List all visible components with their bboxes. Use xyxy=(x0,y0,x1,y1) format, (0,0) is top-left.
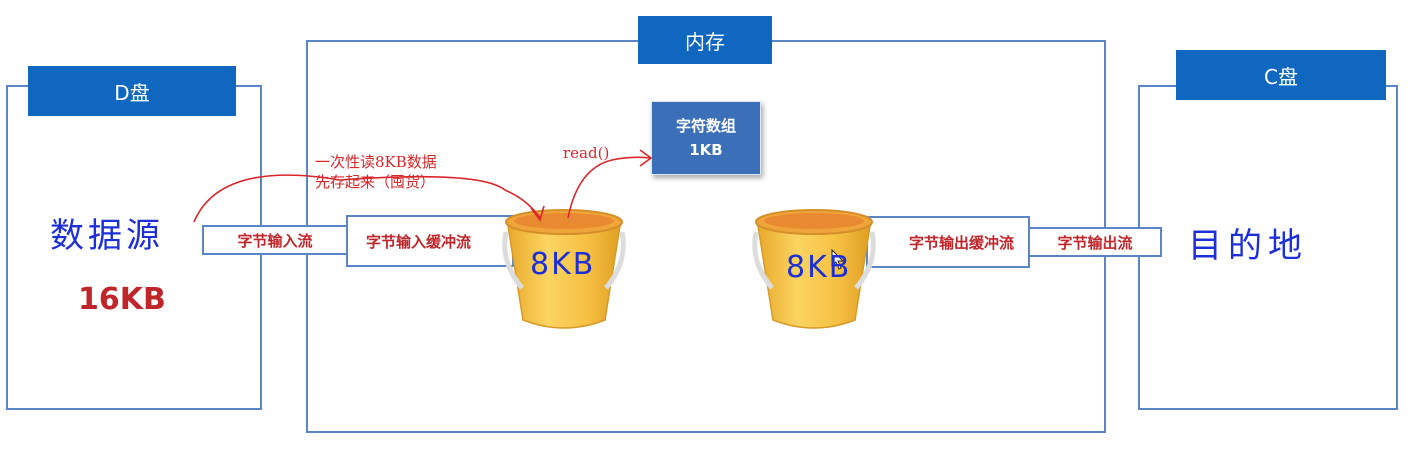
c-drive-panel xyxy=(1138,85,1398,410)
char-array-label: 字符数组 xyxy=(675,117,736,135)
byte-input-stream-label: 字节输入流 xyxy=(202,225,348,255)
data-source-title: 数据源 xyxy=(50,216,164,256)
read-method-label: read() xyxy=(563,144,610,162)
c-drive-tab: C盘 xyxy=(1176,50,1386,100)
char-array-box: 字符数组 1KB xyxy=(651,101,761,175)
byte-output-buffered-stream-label: 字节输出缓冲流 xyxy=(866,216,1030,268)
byte-output-stream-label: 字节输出流 xyxy=(1028,227,1162,257)
read-8kb-arrow xyxy=(193,174,545,223)
read-call-arrow xyxy=(567,149,653,219)
memory-tab: 内存 xyxy=(638,16,772,64)
d-drive-tab: D盘 xyxy=(28,66,236,116)
read-once-note-line1: 一次性读8KB数据 xyxy=(315,153,437,171)
read-once-note: 一次性读8KB数据 先存起来（囤货） xyxy=(315,152,437,192)
right-bucket xyxy=(752,209,876,329)
destination-title: 目的地 xyxy=(1188,226,1308,266)
left-bucket-label: 8KB xyxy=(530,247,596,282)
read-once-note-line2: 先存起来（囤货） xyxy=(315,173,436,191)
char-array-size: 1KB xyxy=(689,141,723,159)
byte-input-buffered-stream-label: 字节输入缓冲流 xyxy=(346,215,514,267)
data-size: 16KB xyxy=(78,282,166,317)
mouse-cursor-icon xyxy=(831,248,845,270)
right-bucket-label: 8KB xyxy=(786,250,852,285)
